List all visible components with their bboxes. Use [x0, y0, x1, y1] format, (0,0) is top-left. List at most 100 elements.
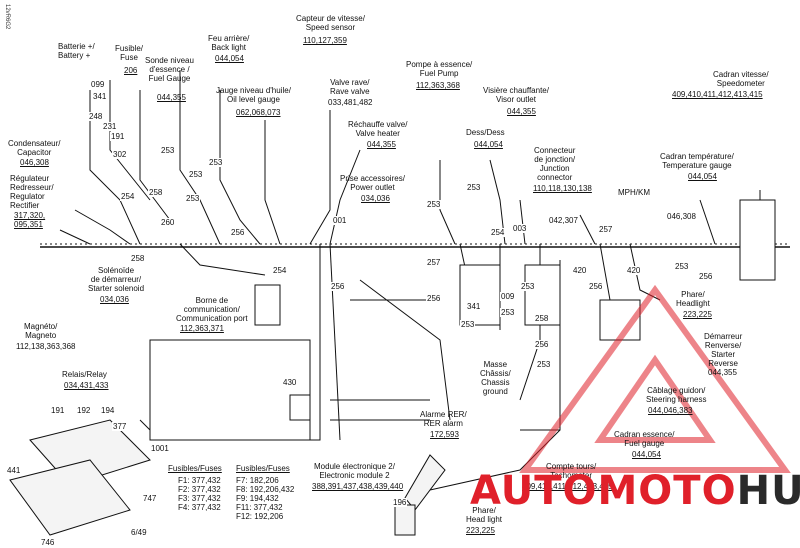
connector-194: 194	[100, 406, 116, 415]
connector-6-49: 6/49	[130, 528, 148, 537]
connector-256-a: 256	[230, 228, 246, 237]
fuel-pump-nums: 112,363,368	[416, 81, 460, 90]
connector-256-f: 256	[534, 340, 550, 349]
connector-257-a: 257	[598, 225, 614, 234]
rer-alarm-nums: 172,593	[430, 430, 459, 439]
temp-gauge-label: Cadran température/ Temperature gauge	[660, 152, 734, 170]
connector-253-h: 253	[520, 282, 536, 291]
dess-label: Dess/Dess	[466, 128, 505, 137]
connector-254-a: 254	[120, 192, 136, 201]
starter-reverse-nums: 044,355	[708, 368, 737, 377]
starter-reverse-label: Démarreur Renverse/ Starter Reverse	[704, 332, 743, 368]
watermark-logo: AUTOMOTOHUB	[470, 468, 800, 514]
connector-377: 377	[112, 422, 128, 431]
connector-254-b: 254	[490, 228, 506, 237]
connector-191: 191	[110, 132, 126, 141]
rer-alarm-label: Alarme RER/ RER alarm	[420, 410, 467, 428]
watermark-auto: AUTO	[470, 468, 598, 514]
fuse-nums: 206	[124, 66, 138, 75]
connector-420-b: 420	[626, 266, 642, 275]
visor-nums: 044,355	[507, 107, 536, 116]
fuses-right-title: Fusibles/Fuses	[236, 464, 290, 473]
fuses-right-list: F7: 182,206 F8: 192,206,432 F9: 194,432 …	[236, 476, 295, 521]
temp-gauge-nums: 044,054	[688, 172, 717, 181]
connector-248: 248	[88, 112, 104, 121]
speedometer-nums: 409,410,411,412,413,415	[672, 90, 763, 99]
connector-747: 747	[142, 494, 158, 503]
connector-046-308: 046,308	[666, 212, 697, 221]
connector-253-f: 253	[466, 183, 482, 192]
valve-heater-label: Réchauffe valve/ Valve heater	[348, 120, 408, 138]
fuel-pump-label: Pompe à essence/ Fuel Pump	[406, 60, 473, 78]
connector-256-d: 256	[330, 282, 346, 291]
connector-258: 258	[148, 188, 164, 197]
connector-256-c: 256	[588, 282, 604, 291]
relay-label: Relais/Relay	[62, 370, 107, 379]
fuel-gauge-label: Cadran essence/ Fuel gauge	[614, 430, 675, 448]
module-nums: 388,391,437,438,439,440	[312, 482, 404, 491]
connector-341: 341	[92, 92, 108, 101]
connector-746: 746	[40, 538, 56, 547]
connector-001: 001	[332, 216, 348, 225]
fuel-gauge-nums: 044,054	[632, 450, 661, 459]
starter-solenoid-nums: 034,036	[100, 295, 129, 304]
connector-341-b: 341	[466, 302, 482, 311]
connector-099: 099	[90, 80, 106, 89]
junction-label: Connecteur de jonction/ Junction connect…	[534, 146, 576, 182]
connector-253-i: 253	[460, 320, 476, 329]
headlight-bottom-label: Phare/ Head light	[466, 506, 503, 524]
rave-valve-label: Valve rave/ Rave valve	[330, 78, 370, 96]
connector-1001: 1001	[150, 444, 170, 453]
connector-003: 003	[512, 224, 528, 233]
backlight-label: Feu arrière/ Back light	[208, 34, 250, 52]
connector-253-k: 253	[536, 360, 552, 369]
connector-253-a: 253	[160, 146, 176, 155]
headlight-right-label: Phare/ Headlight	[676, 290, 710, 308]
connector-253-c: 253	[188, 170, 204, 179]
connector-260: 260	[160, 218, 176, 227]
comm-port-label: Borne de communication/ Communication po…	[176, 296, 248, 323]
power-outlet-nums: 034,036	[361, 194, 390, 203]
module-label: Module électronique 2/ Electronic module…	[314, 462, 395, 480]
capacitor-label: Condensateur/ Capacitor	[8, 139, 61, 157]
headlight-bottom-nums: 223,225	[466, 526, 495, 535]
speed-sensor-nums: 110,127,359	[303, 36, 347, 45]
speedometer-label: Cadran vitesse/ Speedometer	[713, 70, 769, 88]
tachometer-label: Compte tours/ Tachometer	[546, 462, 597, 480]
connector-253-g: 253	[674, 262, 690, 271]
regulator-label: Régulateur Redresseur/ Regulator Rectifi…	[10, 174, 54, 210]
connector-042-307: 042,307	[548, 216, 579, 225]
starter-solenoid-label: Solénoïde de démarreur/ Starter solenoid	[88, 266, 145, 293]
battery-label: Batterie +/ Battery +	[58, 42, 95, 60]
fuel-sender-label: Sonde niveau d'essence / Fuel Gauge	[145, 56, 194, 83]
fuse-label: Fusible/ Fuse	[115, 44, 144, 62]
tachometer-nums: 409,410,411,412,413,415	[522, 482, 613, 491]
connector-256-e: 256	[426, 294, 442, 303]
headlight-right-nums: 223,225	[683, 310, 712, 319]
connector-253-j: 253	[500, 308, 516, 317]
watermark-hub: HUB	[736, 468, 800, 514]
oil-gauge-label: Jauge niveau d'huile/ Oil level gauge	[216, 86, 291, 104]
regulator-nums: 317,320, 095,351	[14, 211, 46, 229]
ground-label: Masse Châssis/ Chassis ground	[480, 360, 511, 396]
connector-441: 441	[6, 466, 22, 475]
reference-code: 12vR6G2	[4, 4, 10, 30]
connector-420-a: 420	[572, 266, 588, 275]
backlight-nums: 044,054	[215, 54, 244, 63]
fuses-left-list: F1: 377,432 F2: 377,432 F3: 377,432 F4: …	[178, 476, 221, 512]
visor-label: Visière chauffante/ Visor outlet	[483, 86, 549, 104]
relay-nums: 034,431,433	[64, 381, 109, 390]
comm-port-nums: 112,363,371	[180, 324, 224, 333]
fuel-sender-nums: 044,355	[157, 93, 186, 102]
dess-nums: 044,054	[474, 140, 503, 149]
connector-231: 231	[102, 122, 118, 131]
junction-nums: 110,118,130,138	[533, 184, 592, 193]
connector-253-d: 253	[185, 194, 201, 203]
steering-label: Câblage guidon/ Steering harness	[646, 386, 707, 404]
connector-302: 302	[112, 150, 128, 159]
rave-valve-nums: 033,481,482	[328, 98, 373, 107]
connector-196: 196	[392, 498, 408, 507]
connector-258-c: 258	[534, 314, 550, 323]
